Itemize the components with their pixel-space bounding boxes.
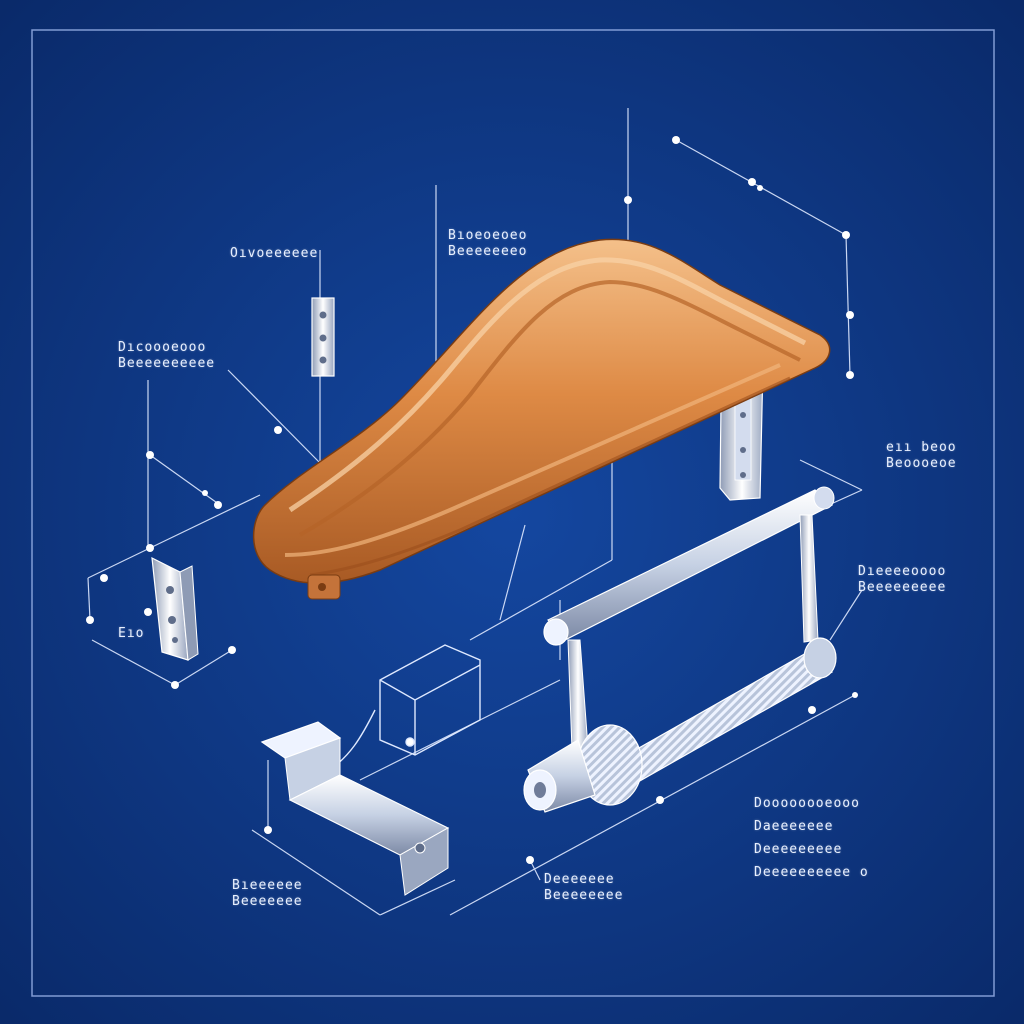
callout-text: Beoooeoe: [886, 456, 957, 471]
callout-right-middle: Dıeeeeoooo Beeeeeeeee: [858, 564, 946, 596]
callout-text: Daeeeeeee: [754, 819, 834, 834]
callout-text: Dıeeeeoooo: [858, 564, 947, 579]
small-bracket-icon: [311, 297, 335, 377]
callout-text: Beeeeeee: [232, 894, 303, 909]
callout-top-left: Oıvoeeeeee: [230, 246, 318, 262]
callout-text: Beeeeeeeee: [858, 580, 947, 595]
dimension-dots: [86, 136, 858, 864]
callout-bottom-center: Deeeeeee Beeeeeeee: [544, 872, 623, 904]
callout-text: Deeeeeeeeee o: [754, 865, 869, 880]
callout-text: Doooooooeooo: [754, 796, 860, 811]
callout-text: Dıcoooeooo: [118, 340, 207, 355]
metal-plate-bracket: [260, 721, 450, 896]
callout-text: Beeeeeeeo: [448, 244, 528, 259]
outline-block-sketch: [329, 644, 481, 771]
callout-right-upper: eıı beoo Beoooeoe: [886, 440, 957, 472]
callout-left-upper: Dıcoooeooo Beeeeeeeeee: [118, 340, 215, 372]
callout-text: Bıoeoeoeo: [448, 228, 528, 243]
callout-text: Oıvoeeeeee: [230, 246, 319, 261]
chrome-towel-bar: [523, 486, 837, 813]
callout-bottom-left: Bıeeeeee Beeeeeee: [232, 878, 303, 910]
callout-text: Deeeeeeeee: [754, 842, 843, 857]
callout-text: Deeeeeee: [544, 872, 615, 887]
leader-lines: [87, 108, 863, 916]
callout-text: Eıo: [118, 626, 145, 641]
callout-top-center: Bıoeoeoeo Beeeeeeeo: [448, 228, 527, 260]
callout-text: Bıeeeeee: [232, 878, 303, 893]
callout-text: eıı beoo: [886, 440, 957, 455]
frame-border: [31, 29, 995, 997]
callout-text: Beeeeeeeeee: [118, 356, 216, 371]
callout-text: Beeeeeeee: [544, 888, 624, 903]
callout-left-small: Eıo: [118, 626, 144, 642]
callout-right-lower: Doooooooeooo Daeeeeeee Deeeeeeeee Deeeee…: [754, 792, 869, 884]
wooden-handle-rail: [252, 238, 831, 600]
left-bracket-icon: [151, 556, 199, 661]
